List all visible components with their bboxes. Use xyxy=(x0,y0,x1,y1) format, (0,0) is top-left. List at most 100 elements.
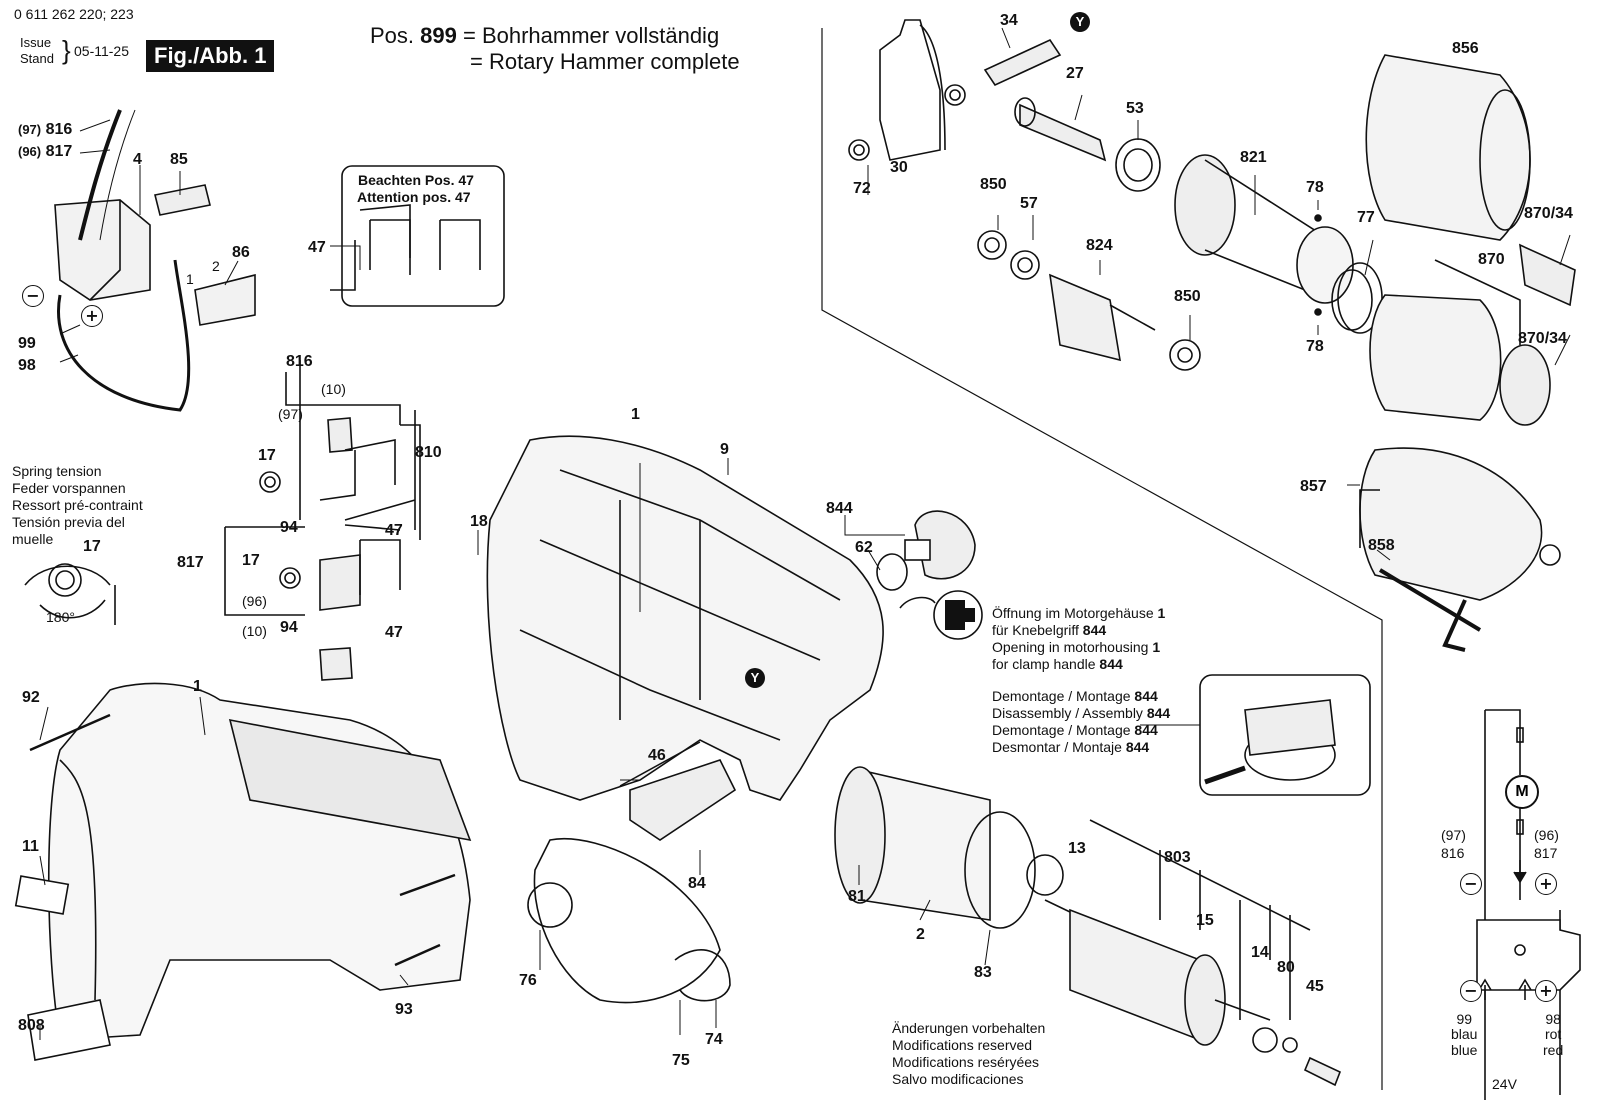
part-label: (97) xyxy=(278,406,303,422)
clamp-handle xyxy=(876,510,983,640)
housing-center xyxy=(486,435,884,801)
attention-box xyxy=(341,165,505,307)
part-label: 80 xyxy=(1277,959,1295,976)
part-label: 62 xyxy=(855,539,873,556)
part-label: 98 xyxy=(18,357,36,374)
part-label: 816 xyxy=(286,353,313,370)
part-label: 94 xyxy=(280,519,298,536)
part-label: 45 xyxy=(1306,978,1324,995)
part-label: 76 xyxy=(519,972,537,989)
reference-marker-icon: Y xyxy=(1070,12,1090,32)
part-label: 817 xyxy=(177,554,204,571)
part-label: 53 xyxy=(1126,100,1144,117)
attention-en: Attention pos. 47 xyxy=(357,189,471,205)
spring-tension-sketch xyxy=(24,563,116,625)
part-label: 17 xyxy=(83,538,101,555)
part-label: 78 xyxy=(1306,179,1324,196)
part-label: 803 xyxy=(1164,849,1191,866)
part-label: 850 xyxy=(980,176,1007,193)
part-label: 75 xyxy=(672,1052,690,1069)
wire-96: (96) xyxy=(1534,827,1559,843)
reference-marker-icon: Y xyxy=(745,668,765,688)
part-label: 27 xyxy=(1066,65,1084,82)
part-label: 1 xyxy=(186,271,194,287)
plus-icon: + xyxy=(81,305,103,327)
stand-label: Stand xyxy=(20,51,54,66)
part-label: 78 xyxy=(1306,338,1324,355)
part-label: 47 xyxy=(385,522,403,539)
minus-icon: − xyxy=(1460,980,1482,1002)
assembly-inset xyxy=(1199,674,1371,796)
part-label: (96) xyxy=(242,593,267,609)
part-label: 13 xyxy=(1068,840,1086,857)
leader-lines xyxy=(39,27,1571,1040)
part-label: 92 xyxy=(22,689,40,706)
part-label: 4 xyxy=(133,151,142,168)
brush-holders xyxy=(224,204,481,681)
issue-label: Issue xyxy=(20,35,52,50)
part-label: 870/34 xyxy=(1518,330,1567,347)
part-label: 84 xyxy=(688,875,706,892)
part-label: 93 xyxy=(395,1001,413,1018)
part-label: 2 xyxy=(212,258,220,274)
cover-84 xyxy=(629,759,737,841)
voltage-label: 24V xyxy=(1492,1076,1517,1092)
assembly-note: Demontage / Montage 844 Disassembly / As… xyxy=(992,688,1171,755)
wire-816: 816 xyxy=(1441,845,1465,861)
title-english: = Rotary Hammer complete xyxy=(470,49,740,74)
motor-symbol: M xyxy=(1505,775,1539,809)
part-label: 9 xyxy=(720,441,729,458)
part-label: 99 xyxy=(18,335,36,352)
plus-icon: + xyxy=(1535,873,1557,895)
part-label: 85 xyxy=(170,151,188,168)
part-label: (97) 816 xyxy=(18,121,73,138)
figure-badge: Fig./Abb. 1 xyxy=(146,40,275,72)
part-label: 34 xyxy=(1000,12,1018,29)
part-label: (10) xyxy=(321,381,346,397)
part-label: (96) 817 xyxy=(18,143,73,160)
chucks xyxy=(1331,54,1576,652)
wire-97: (97) xyxy=(1441,827,1466,843)
part-label: (10) xyxy=(242,623,267,639)
part-label: 17 xyxy=(242,552,260,569)
attention-de: Beachten Pos. 47 xyxy=(358,172,474,188)
part-label: 870 xyxy=(1478,251,1505,268)
part-label: 810 xyxy=(415,444,442,461)
gasket xyxy=(533,838,721,1004)
model-number: 0 611 262 220; 223 xyxy=(14,6,134,22)
top-gear-parts xyxy=(848,19,1161,192)
part-label: 77 xyxy=(1357,209,1375,226)
bearings-824 xyxy=(977,230,1201,371)
part-label: 17 xyxy=(258,447,276,464)
wiring-diagram xyxy=(1476,709,1581,1100)
part-label: 94 xyxy=(280,619,298,636)
switch-unit xyxy=(54,109,256,412)
brace-glyph: } xyxy=(62,35,71,65)
part-label: 47 xyxy=(308,239,326,256)
part-label: 15 xyxy=(1196,912,1214,929)
wire-817: 817 xyxy=(1534,845,1558,861)
part-label: 14 xyxy=(1251,944,1269,961)
housing-left xyxy=(14,682,472,1061)
part-label: 824 xyxy=(1086,237,1113,254)
part-label: 844 xyxy=(826,500,853,517)
part-label: 83 xyxy=(974,964,992,981)
assembly-boundary xyxy=(821,28,1383,1090)
part-label: 30 xyxy=(890,159,908,176)
part-label: 81 xyxy=(848,888,866,905)
part-label: 46 xyxy=(648,747,666,764)
part-label: 858 xyxy=(1368,537,1395,554)
part-label: 821 xyxy=(1240,149,1267,166)
part-label: 1 xyxy=(631,406,640,423)
plus-icon: + xyxy=(1535,980,1557,1002)
part-label: 47 xyxy=(385,624,403,641)
gear-assembly-821 xyxy=(1174,154,1383,334)
part-label: 86 xyxy=(232,244,250,261)
opening-note: Öffnung im Motorgehäuse 1 für Knebelgrif… xyxy=(992,605,1166,672)
